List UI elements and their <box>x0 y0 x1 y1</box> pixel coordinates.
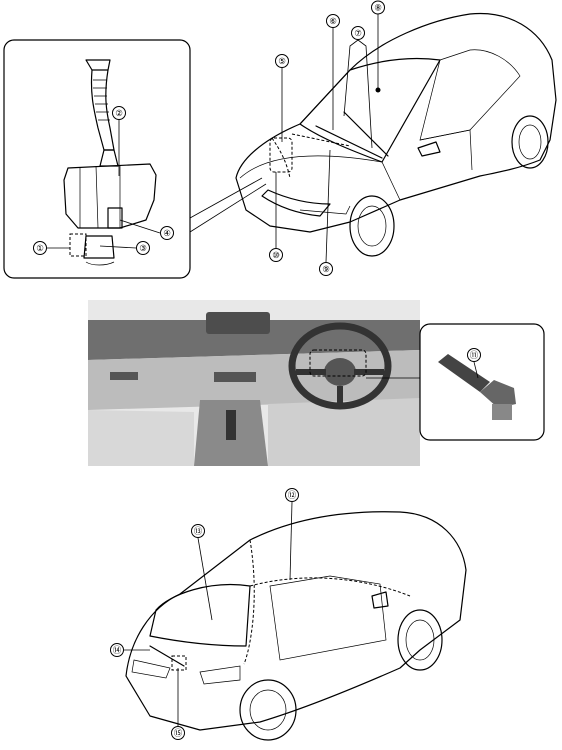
callout-9-label: ⑨ <box>322 264 330 274</box>
callout-2: ② <box>112 106 126 120</box>
callout-7: ⑦ <box>351 26 365 40</box>
callout-11: ⑪ <box>467 348 481 362</box>
callout-9: ⑨ <box>319 262 333 276</box>
callout-14: ⑭ <box>110 643 124 657</box>
callout-10-label: ⑩ <box>272 250 280 260</box>
callout-10: ⑩ <box>269 248 283 262</box>
callout-5-label: ⑤ <box>278 56 286 66</box>
callout-15: ⑮ <box>171 726 185 740</box>
inset-connector-line <box>189 177 263 219</box>
callout-2-label: ② <box>115 108 123 118</box>
callout-3: ③ <box>136 241 150 255</box>
callout-6-label: ⑥ <box>329 16 337 26</box>
callout-4-label: ④ <box>163 228 171 238</box>
callout-13: ⑬ <box>191 524 205 538</box>
wiper-switch-inset <box>419 323 545 441</box>
callout-3-label: ③ <box>139 243 147 253</box>
callout-14-label: ⑭ <box>113 645 122 655</box>
car-rear-view <box>124 501 467 741</box>
callout-15-label: ⑮ <box>174 728 183 738</box>
callout-12: ⑫ <box>285 488 299 502</box>
callout-11-label: ⑪ <box>470 350 479 360</box>
callout-8: ⑧ <box>371 0 385 15</box>
car-front-view <box>235 12 557 263</box>
callout-1-label: ① <box>36 243 44 253</box>
washer-tank-inset <box>3 39 191 279</box>
callout-13-label: ⑬ <box>194 526 203 536</box>
inset-connector-line-lower <box>189 183 267 233</box>
callout-6: ⑥ <box>326 14 340 28</box>
callout-12-label: ⑫ <box>288 490 297 500</box>
callout-7-label: ⑦ <box>354 28 362 38</box>
callout-8-label: ⑧ <box>374 3 382 13</box>
callout-1: ① <box>33 241 47 255</box>
callout-5: ⑤ <box>275 54 289 68</box>
interior-dashboard-view <box>88 300 420 466</box>
callout-4: ④ <box>160 226 174 240</box>
